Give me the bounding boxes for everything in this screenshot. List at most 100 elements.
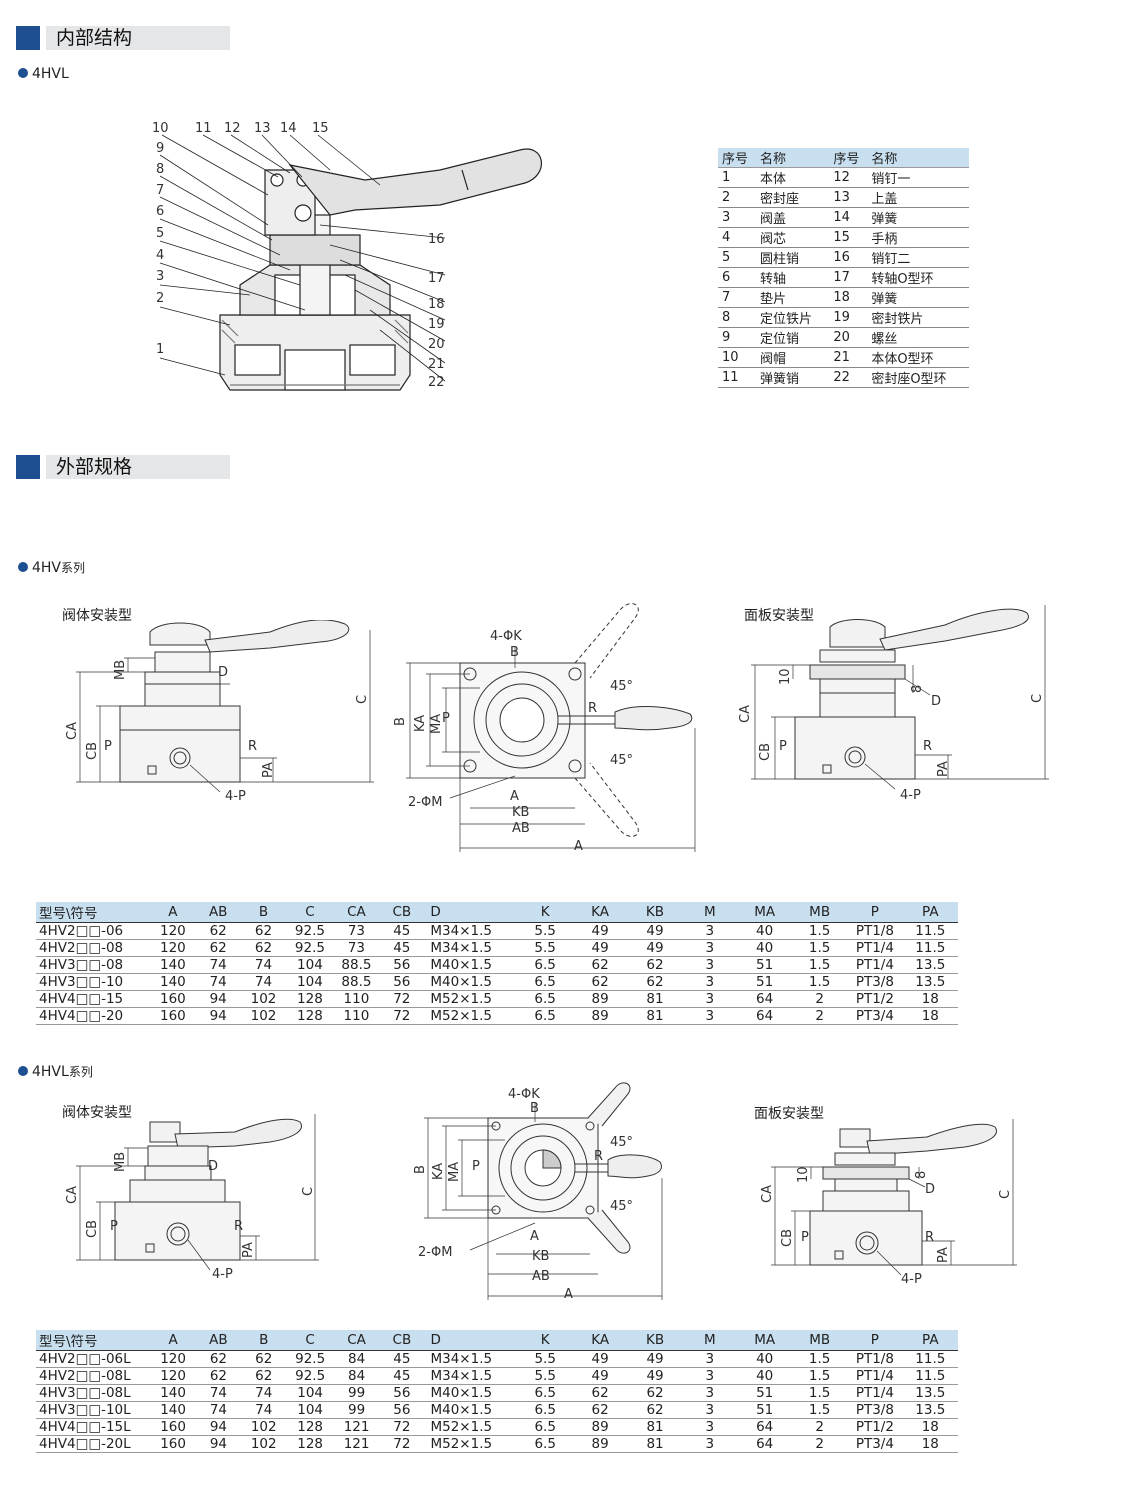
dim-kb: KB	[532, 1249, 549, 1264]
dim-c: C	[301, 1187, 316, 1196]
spec-cell: 1.5	[792, 939, 848, 957]
body-mount-label: 阀体安装型	[62, 608, 132, 624]
parts-cell: 弹簧	[867, 207, 969, 228]
parts-cell: 定位销	[756, 327, 830, 348]
spec-cell: PT1/4	[847, 939, 903, 957]
parts-header: 序号	[718, 148, 756, 168]
spec-cell: 1.5	[792, 922, 848, 940]
callout-3: 3	[156, 269, 164, 284]
series-bullet-hvl: 4HVL系列	[18, 1063, 93, 1080]
dim-p: P	[110, 1219, 118, 1234]
spec-cell: 56	[379, 956, 425, 974]
dim-d: D	[218, 665, 228, 680]
callout-1: 1	[156, 342, 164, 357]
spec-cell: 4HV3□□-08	[36, 956, 151, 974]
dim-2m: 2-ΦM	[408, 795, 442, 810]
spec-cell: 104	[286, 956, 334, 974]
spec-cell: 6.5	[517, 1007, 573, 1025]
parts-cell: 15	[829, 227, 868, 248]
spec-cell: 3	[682, 1401, 738, 1419]
dim-b-top: B	[510, 645, 519, 660]
spec-header-cell: D	[424, 902, 518, 923]
dim-4k: 4-ΦK	[490, 629, 522, 644]
spec-cell: 3	[682, 922, 738, 940]
parts-cell: 弹簧	[867, 287, 969, 308]
parts-cell: 垫片	[756, 287, 830, 308]
spec-cell: PT3/8	[847, 973, 903, 991]
parts-cell: 阀芯	[756, 227, 830, 248]
spec-header-cell: K	[517, 1330, 573, 1351]
spec-cell: 102	[241, 1435, 287, 1453]
spec-cell: 73	[333, 939, 380, 957]
parts-cell: 16	[829, 247, 868, 268]
spec-cell: M40×1.5	[424, 1384, 518, 1402]
parts-cell: 19	[829, 307, 868, 328]
callout-8: 8	[156, 162, 164, 177]
dim-cb: CB	[85, 1220, 100, 1238]
series-name: 4HV	[32, 560, 62, 576]
dim-r: R	[923, 739, 932, 754]
spec-header-cell: AB	[195, 902, 241, 923]
spec-cell: M34×1.5	[424, 1350, 518, 1368]
spec-cell: 64	[737, 1435, 793, 1453]
model-bullet: 4HVL	[18, 66, 69, 82]
spec-cell: 74	[241, 1384, 287, 1402]
panel-mount-label: 面板安装型	[744, 608, 814, 624]
spec-cell: 4HV4□□-20L	[36, 1435, 151, 1453]
spec-cell: 51	[737, 1401, 793, 1419]
series-suffix: 系列	[61, 561, 86, 575]
bullet-dot-icon	[18, 68, 28, 78]
spec-cell: 99	[333, 1384, 380, 1402]
dim-a: A	[574, 839, 583, 854]
dim-holes: 4-P	[901, 1272, 922, 1287]
callout-6: 6	[156, 204, 164, 219]
parts-cell: 弹簧销	[756, 367, 830, 388]
callout-7: 7	[156, 183, 164, 198]
spec-cell: 11.5	[902, 939, 958, 957]
spec-header-cell: M	[682, 1330, 738, 1351]
spec-cell: PT1/4	[847, 956, 903, 974]
parts-header: 名称	[867, 148, 969, 168]
parts-cell: 密封铁片	[867, 307, 969, 328]
dim-c: C	[1030, 694, 1045, 703]
spec-cell: 120	[150, 1350, 196, 1368]
spec-cell: 5.5	[517, 922, 573, 940]
spec-header-cell: PA	[902, 902, 958, 923]
spec-cell: 62	[627, 973, 683, 991]
spec-cell: 6.5	[517, 990, 573, 1008]
spec-cell: 72	[379, 1435, 425, 1453]
spec-cell: 62	[627, 1401, 683, 1419]
spec-cell: 89	[572, 1418, 628, 1436]
spec-cell: 49	[572, 922, 628, 940]
spec-cell: 3	[682, 956, 738, 974]
dim-p: P	[801, 1230, 809, 1245]
spec-cell: 4HV4□□-20	[36, 1007, 151, 1025]
spec-cell: 140	[150, 973, 196, 991]
spec-cell: 62	[572, 1384, 628, 1402]
spec-header-cell: CA	[333, 1330, 380, 1351]
hv-top-view-drawing: 4-ΦK B B KA MA P R 45° 45° A 2-ΦM KB AB …	[393, 603, 696, 854]
spec-cell: 6.5	[517, 956, 573, 974]
bullet-dot-icon	[18, 562, 28, 572]
spec-cell: 62	[240, 939, 287, 957]
dim-r: R	[234, 1219, 243, 1234]
dim-c: C	[998, 1190, 1013, 1199]
spec-cell: 51	[737, 1384, 793, 1402]
spec-header-cell: CB	[379, 1330, 425, 1351]
bullet-dot-icon	[18, 1066, 28, 1076]
parts-cell: 销钉一	[867, 167, 969, 188]
callout-15: 15	[312, 121, 329, 136]
spec-cell: 56	[379, 1384, 425, 1402]
dim-d: D	[925, 1182, 935, 1197]
spec-cell: 62	[195, 1367, 241, 1385]
spec-cell: 120	[150, 1367, 196, 1385]
spec-cell: 62	[627, 1384, 683, 1402]
spec-cell: 5.5	[517, 1367, 573, 1385]
section-marker	[16, 26, 40, 50]
